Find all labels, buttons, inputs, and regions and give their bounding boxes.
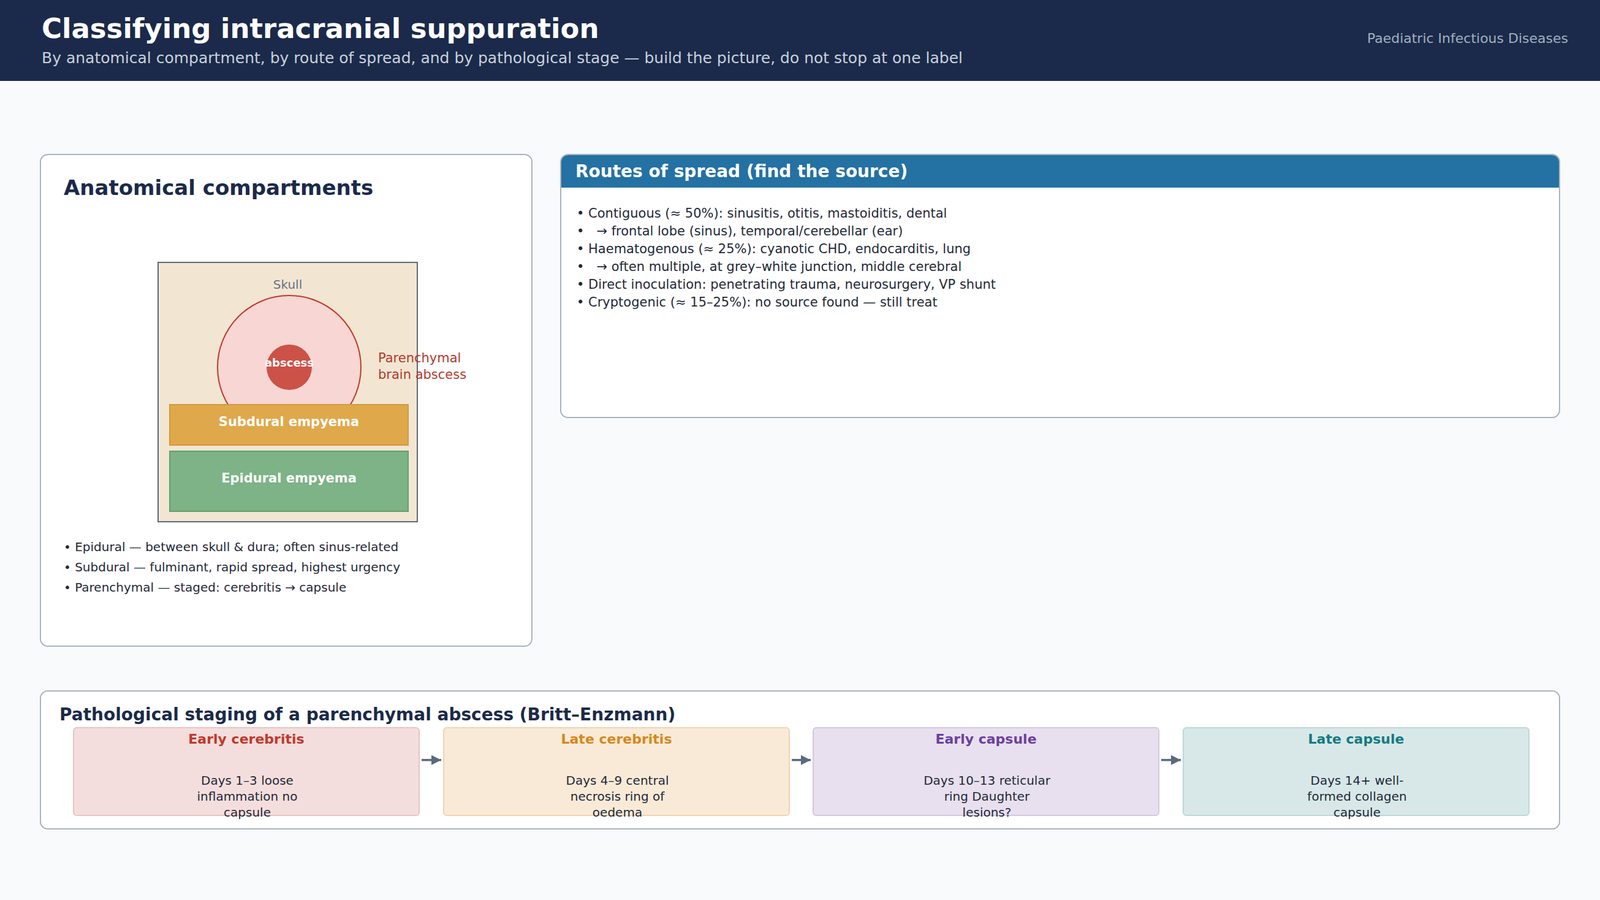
- panel-heading: Anatomical compartments: [63, 175, 374, 200]
- page-subtitle: By anatomical compartment, by route of s…: [41, 49, 963, 68]
- stage-box: Late cerebritisDays 4–9 central necrosis…: [443, 726, 790, 816]
- bullet-text: • → often multiple, at grey–white juncti…: [576, 257, 962, 276]
- stage-title: Late capsule: [1183, 730, 1529, 748]
- page-title: Classifying intracranial suppuration: [41, 12, 599, 46]
- epidural-band: Epidural empyema: [169, 450, 409, 512]
- stage-body: Days 1–3 loose inflammation no capsule: [181, 772, 314, 820]
- abscess-label: abscess: [251, 356, 328, 370]
- bullet-text: • Subdural — fulminant, rapid spread, hi…: [63, 559, 401, 575]
- stage-title: Early capsule: [813, 730, 1159, 748]
- header-band: Classifying intracranial suppuration By a…: [0, 0, 1600, 81]
- subdural-band: Subdural empyema: [169, 403, 409, 446]
- bullet-text: • Cryptogenic (≈ 15–25%): no source foun…: [576, 293, 938, 311]
- skull-label: Skull: [158, 276, 417, 292]
- skull-box: SkullParenchymal brain abscessabscessSub…: [157, 261, 418, 523]
- stage-body: Days 4–9 central necrosis ring of oedema: [551, 772, 684, 820]
- bullet-text: • Parenchymal — staged: cerebritis → cap…: [63, 579, 347, 595]
- stage-box: Late capsuleDays 14+ well-formed collage…: [1182, 726, 1530, 816]
- routes-panel: Routes of spread (find the source) • Cont…: [560, 153, 1561, 418]
- bullet-text: • Contiguous (≈ 50%): sinusitis, otitis,…: [576, 204, 947, 222]
- bullet-text: • → frontal lobe (sinus), temporal/cereb…: [576, 222, 903, 240]
- stage-body: Days 14+ well-formed collagen capsule: [1291, 772, 1423, 820]
- stage-box: Early cerebritisDays 1–3 loose inflammat…: [72, 726, 420, 816]
- abscess-core: abscess: [266, 344, 312, 390]
- stage-title: Early cerebritis: [74, 730, 419, 748]
- band-label: Epidural empyema: [170, 470, 408, 486]
- stage-box: Early capsuleDays 10–13 reticular ring D…: [812, 726, 1160, 816]
- compartments-panel: Anatomical compartments • Epidural — betw…: [39, 153, 533, 647]
- panel-heading: Pathological staging of a parenchymal ab…: [59, 704, 676, 725]
- parenchyma-label: Parenchymal brain abscess: [378, 349, 486, 383]
- bullet-text: • Haematogenous (≈ 25%): cyanotic CHD, e…: [576, 240, 971, 258]
- bullet-text: • Direct inoculation: penetrating trauma…: [576, 275, 996, 293]
- stage-body: Days 10–13 reticular ring Daughter lesio…: [921, 772, 1053, 820]
- course-label: Paediatric Infectious Diseases: [1367, 30, 1569, 47]
- panel-header-bar: Routes of spread (find the source): [561, 155, 1559, 188]
- staging-panel: Pathological staging of a parenchymal ab…: [39, 690, 1561, 830]
- bullet-text: • Epidural — between skull & dura; often…: [63, 539, 399, 554]
- band-label: Subdural empyema: [170, 413, 408, 430]
- stage-title: Late cerebritis: [444, 730, 789, 748]
